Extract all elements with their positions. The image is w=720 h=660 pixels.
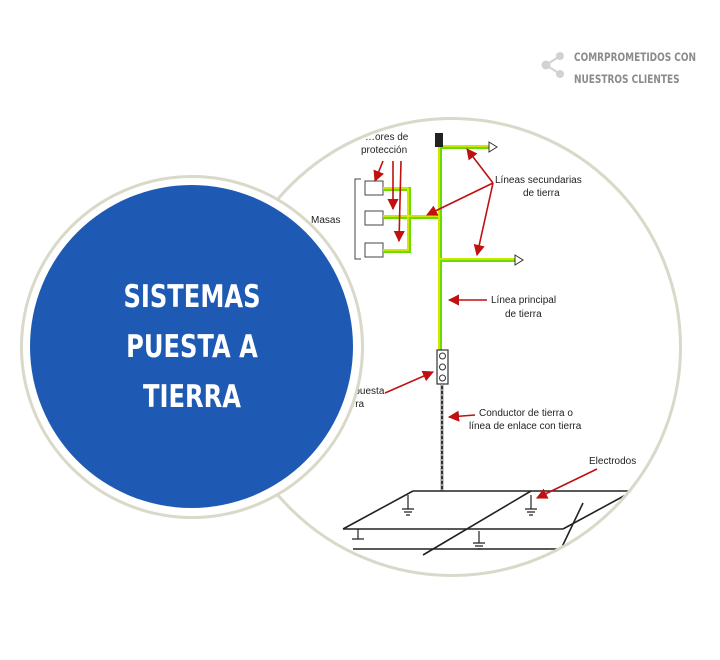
label-conductor-2: línea de enlace con tierra (469, 421, 582, 432)
grounding-diagram: …ores de protección Masas Líneas secunda… (311, 132, 636, 556)
electrode-symbols (352, 495, 537, 550)
label-secondary-lines-2: de tierra (523, 188, 560, 199)
callout-arrows (373, 148, 598, 499)
label-main-line-2: de tierra (505, 309, 542, 320)
brand-line-2: NUESTROS CLIENTES (574, 72, 680, 86)
brand-tagline: COMRPROMETIDOS CON NUESTROS CLIENTES (574, 46, 696, 90)
title-circle: SISTEMAS PUESTA A TIERRA (30, 185, 353, 508)
label-main-line-1: Línea principal (491, 295, 556, 306)
mass-boxes (364, 180, 384, 258)
electrode-grid (342, 490, 634, 556)
brand-badge: COMRPROMETIDOS CON NUESTROS CLIENTES (538, 44, 708, 88)
brand-line-1: COMRPROMETIDOS CON (574, 50, 697, 64)
protection-device (435, 133, 443, 147)
label-electrodes: Electrodos (589, 456, 636, 467)
label-protection: protección (361, 145, 407, 156)
earth-terminal (436, 349, 449, 385)
earth-lines (383, 143, 515, 351)
title-line-2: TIERRA (142, 378, 241, 415)
label-masses: Masas (311, 215, 340, 226)
label-conductor-1: Conductor de tierra o (479, 408, 573, 419)
label-secondary-lines-1: Líneas secundarias (495, 175, 582, 186)
masses-brace (354, 178, 361, 260)
title-line-1: SISTEMAS PUESTA A (122, 278, 261, 365)
share-icon (541, 52, 564, 78)
label-protection-top: …ores de (365, 132, 409, 143)
page-title: SISTEMAS PUESTA A TIERRA (75, 272, 309, 422)
